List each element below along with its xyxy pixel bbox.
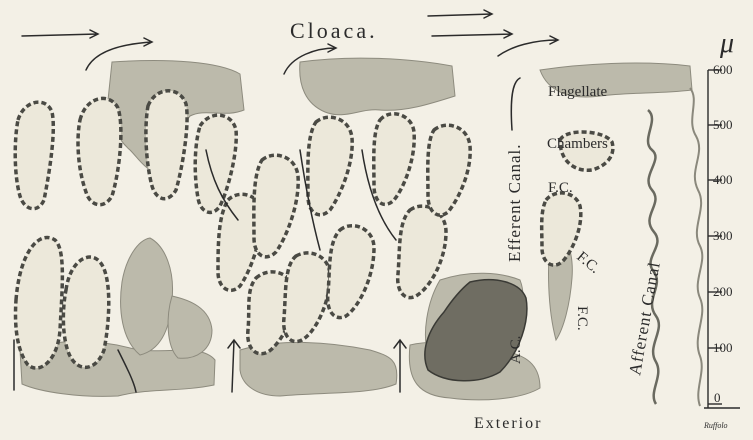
scale-label-300: 300 — [713, 228, 733, 243]
fc-label-rotated: F.C. — [574, 306, 590, 331]
afferent-canal-wall — [690, 88, 702, 406]
flow-arrow — [22, 30, 98, 38]
chamber — [308, 117, 352, 215]
flow-arrow — [228, 340, 240, 392]
chamber — [284, 253, 330, 342]
chamber — [542, 193, 581, 265]
fc-label-lower: F.C. — [573, 249, 602, 277]
chamber — [15, 102, 53, 209]
signature: Ruffolo — [703, 421, 728, 430]
flagellate-label: Flagellate — [548, 84, 607, 100]
chamber — [63, 257, 108, 367]
chamber — [78, 98, 121, 204]
ac-label: A.C. — [508, 336, 524, 364]
flow-arrow — [498, 36, 558, 56]
scale-label-100: 100 — [713, 340, 733, 355]
afferent-canal-wall — [648, 110, 659, 404]
scale-unit: μ — [719, 28, 734, 59]
chamber — [254, 155, 298, 257]
tissue-mass — [121, 238, 173, 355]
cloaca-label: Cloaca. — [290, 18, 378, 43]
scale-label-600: 600 — [713, 62, 733, 77]
scale-label-0: 0 — [714, 390, 721, 405]
exterior-label: Exterior — [474, 415, 542, 432]
chambers-label: Chambers — [547, 136, 608, 152]
scale-label-400: 400 — [713, 172, 733, 187]
chamber — [16, 238, 63, 369]
chamber — [374, 114, 414, 205]
flow-arrow — [432, 30, 512, 38]
efferent-canal-label: Efferent Canal. — [505, 143, 524, 262]
scale-label-500: 500 — [713, 117, 733, 132]
fc-label-upper: F.C. — [548, 180, 573, 196]
flow-arrow — [511, 78, 520, 130]
scale-tick-labels: 600 500 400 300 200 100 0 — [713, 62, 733, 405]
chamber — [328, 226, 374, 318]
chamber — [146, 91, 187, 199]
tissue-mass — [300, 58, 455, 115]
chamber — [428, 125, 470, 215]
flow-arrow — [428, 10, 492, 18]
scale-label-200: 200 — [713, 284, 733, 299]
tissue-mass — [168, 296, 212, 358]
